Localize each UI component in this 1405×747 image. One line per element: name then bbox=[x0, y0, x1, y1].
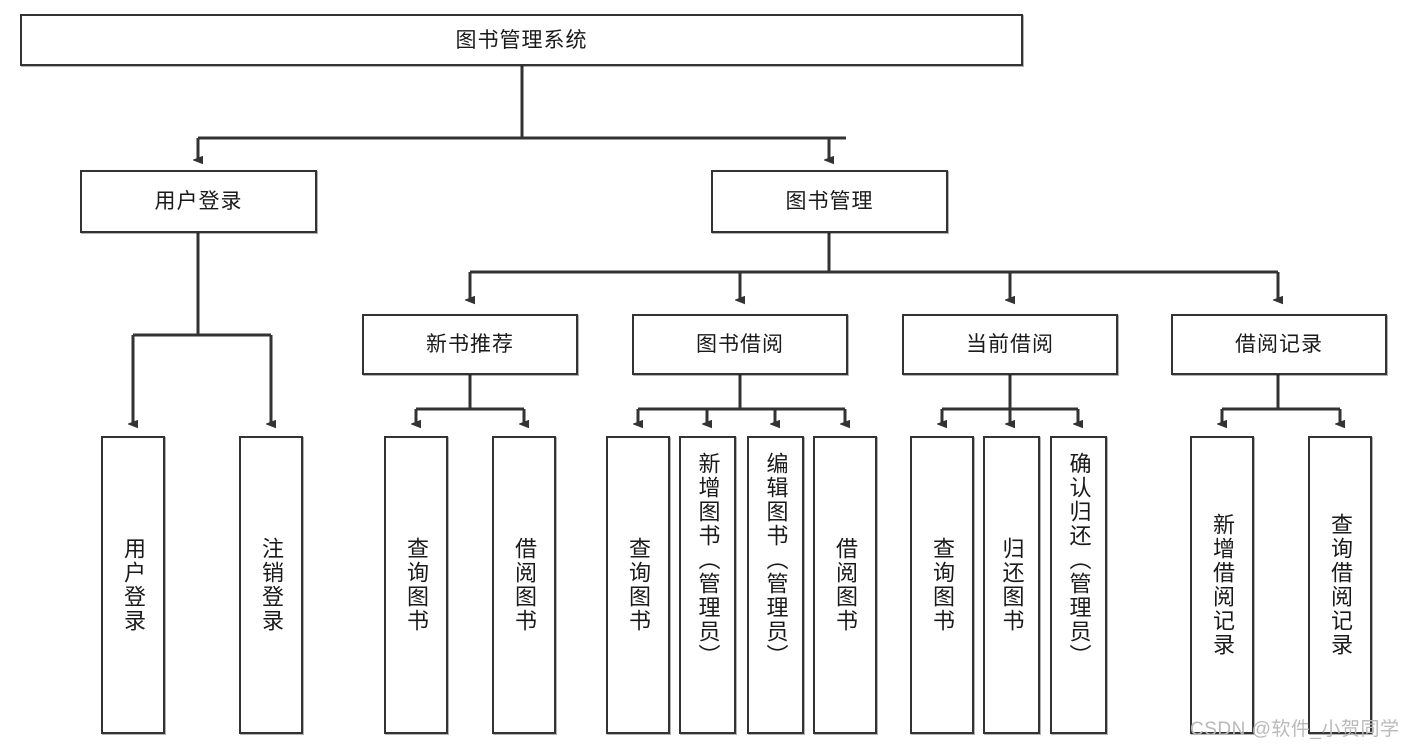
leaf-current-borrow-query-label: 查询图书 bbox=[929, 537, 955, 633]
leaf-borrow-record-query-label: 查询借阅记录 bbox=[1327, 513, 1353, 657]
leaf-new-book-borrow-label: 借阅图书 bbox=[511, 537, 537, 633]
leaf-current-borrow-return[interactable]: 归还图书 bbox=[983, 436, 1040, 734]
node-book-borrow-label: 图书借阅 bbox=[696, 333, 784, 356]
node-current-borrow-label: 当前借阅 bbox=[966, 333, 1054, 356]
leaf-borrow-record-query[interactable]: 查询借阅记录 bbox=[1308, 436, 1372, 734]
leaf-current-borrow-return-label: 归还图书 bbox=[999, 537, 1025, 633]
node-new-book-recommend[interactable]: 新书推荐 bbox=[362, 314, 578, 375]
leaf-book-borrow-query[interactable]: 查询图书 bbox=[606, 436, 670, 734]
leaf-book-borrow-edit[interactable]: 编辑图书（管理员） bbox=[747, 436, 804, 734]
leaf-book-borrow-query-label: 查询图书 bbox=[625, 537, 651, 633]
node-user-login[interactable]: 用户登录 bbox=[80, 170, 317, 233]
leaf-current-borrow-query[interactable]: 查询图书 bbox=[910, 436, 974, 734]
leaf-current-borrow-confirm[interactable]: 确认归还（管理员） bbox=[1050, 436, 1107, 734]
leaf-user-login-logout-label: 注销登录 bbox=[258, 537, 284, 633]
leaf-new-book-query[interactable]: 查询图书 bbox=[384, 436, 448, 734]
node-root[interactable]: 图书管理系统 bbox=[20, 14, 1023, 66]
leaf-book-borrow-add-label: 新增图书（管理员） bbox=[695, 452, 721, 668]
node-current-borrow[interactable]: 当前借阅 bbox=[902, 314, 1118, 375]
leaf-book-borrow-edit-label: 编辑图书（管理员） bbox=[763, 452, 789, 668]
node-new-book-recommend-label: 新书推荐 bbox=[426, 333, 514, 356]
leaf-new-book-query-label: 查询图书 bbox=[403, 537, 429, 633]
node-book-management[interactable]: 图书管理 bbox=[711, 170, 948, 233]
node-borrow-record-label: 借阅记录 bbox=[1235, 333, 1323, 356]
node-book-borrow[interactable]: 图书借阅 bbox=[632, 314, 848, 375]
leaf-user-login-login-label: 用户登录 bbox=[120, 537, 146, 633]
watermark: CSDN @软件_小贺同学 bbox=[1190, 719, 1400, 740]
leaf-borrow-record-add-label: 新增借阅记录 bbox=[1209, 513, 1235, 657]
leaf-new-book-borrow[interactable]: 借阅图书 bbox=[492, 436, 556, 734]
leaf-user-login-login[interactable]: 用户登录 bbox=[101, 436, 165, 734]
node-user-login-label: 用户登录 bbox=[154, 190, 243, 213]
leaf-borrow-record-add[interactable]: 新增借阅记录 bbox=[1190, 436, 1254, 734]
leaf-book-borrow-borrow-label: 借阅图书 bbox=[832, 537, 858, 633]
leaf-current-borrow-confirm-label: 确认归还（管理员） bbox=[1066, 452, 1092, 668]
node-borrow-record[interactable]: 借阅记录 bbox=[1171, 314, 1387, 375]
leaf-book-borrow-add[interactable]: 新增图书（管理员） bbox=[679, 436, 736, 734]
node-root-label: 图书管理系统 bbox=[455, 28, 588, 52]
leaf-book-borrow-borrow[interactable]: 借阅图书 bbox=[813, 436, 877, 734]
leaf-user-login-logout[interactable]: 注销登录 bbox=[239, 436, 303, 734]
node-book-management-label: 图书管理 bbox=[785, 190, 874, 213]
